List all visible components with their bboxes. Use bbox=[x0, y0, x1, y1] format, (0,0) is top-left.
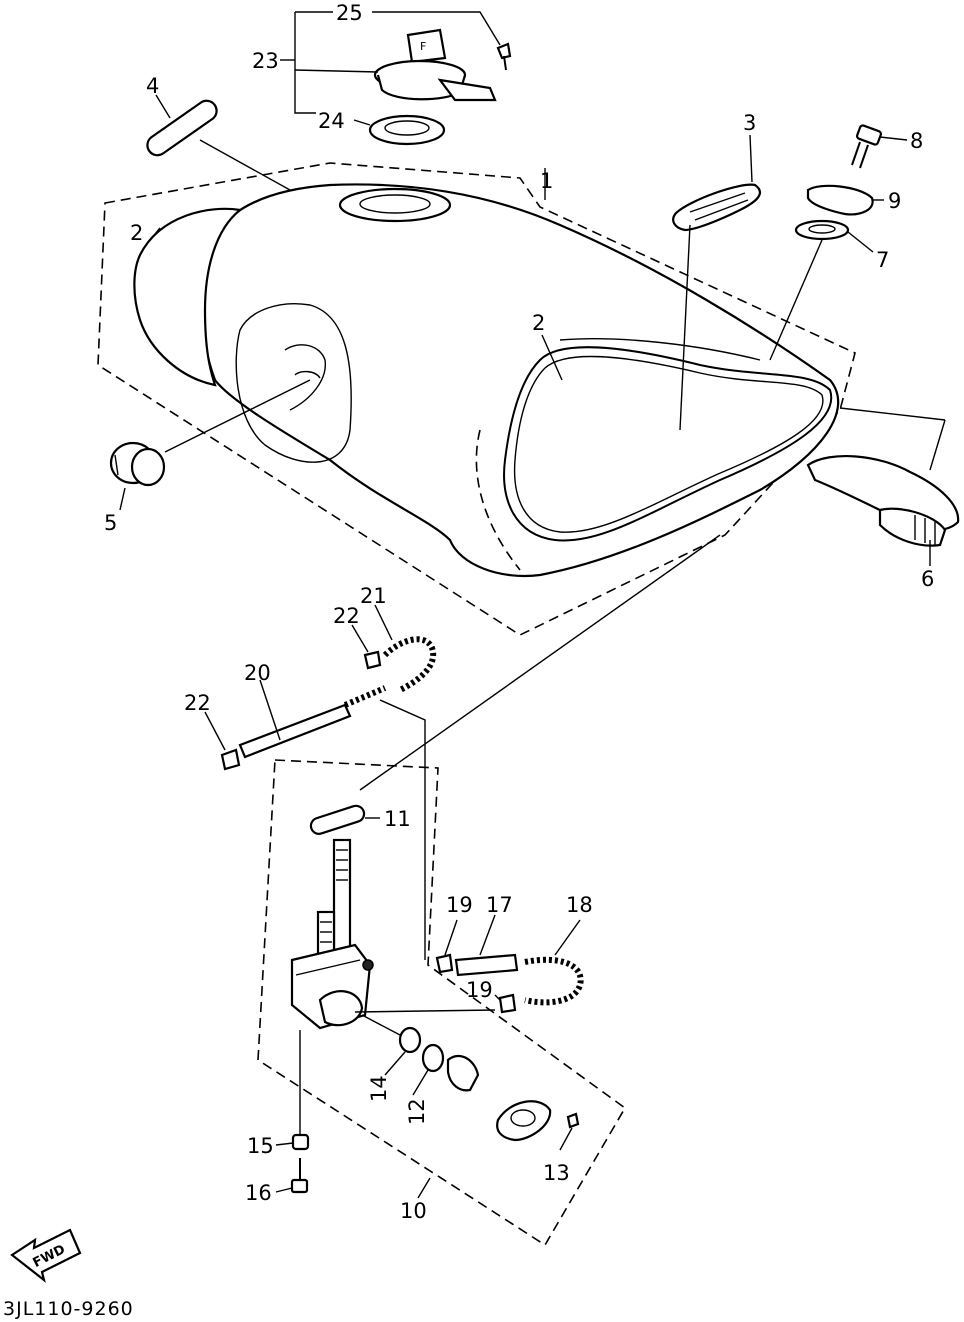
callout-22-lower: 22 bbox=[184, 691, 211, 715]
emblem-part-3 bbox=[672, 183, 762, 232]
callout-7: 7 bbox=[876, 248, 889, 272]
callout-labels: 1 2 2 3 4 5 6 7 8 9 10 11 12 13 14 15 16… bbox=[104, 1, 934, 1223]
callout-12: 12 bbox=[405, 1098, 429, 1125]
fuel-tank bbox=[200, 183, 840, 577]
fuel-cock bbox=[290, 804, 580, 1194]
left-side-panel bbox=[133, 207, 243, 387]
callout-17: 17 bbox=[486, 893, 513, 917]
callout-23: 23 bbox=[252, 49, 279, 73]
callout-2-right: 2 bbox=[532, 311, 545, 335]
callout-18: 18 bbox=[566, 893, 593, 917]
callout-19-lower: 19 bbox=[466, 978, 493, 1002]
grommet-part-5 bbox=[109, 441, 166, 487]
callout-19-upper: 19 bbox=[446, 893, 473, 917]
fuel-cock-group-outline bbox=[257, 759, 627, 1247]
front-arrow-marker: FWD bbox=[10, 1228, 82, 1283]
callout-8: 8 bbox=[910, 129, 923, 153]
callout-3: 3 bbox=[743, 111, 756, 135]
callout-1: 1 bbox=[540, 169, 553, 193]
tank-group-outline bbox=[97, 162, 856, 636]
callout-24: 24 bbox=[318, 109, 345, 133]
vent-hoses bbox=[220, 636, 437, 771]
rear-mount-bracket bbox=[806, 455, 960, 547]
callout-10: 10 bbox=[400, 1199, 427, 1223]
bolt-bracket-washer bbox=[794, 124, 882, 241]
part-4-pad bbox=[146, 99, 218, 157]
svg-text:F: F bbox=[420, 40, 426, 53]
diagram-code: 3JL110-9260 bbox=[3, 1298, 134, 1320]
leader-lines bbox=[119, 11, 946, 1199]
callout-20: 20 bbox=[244, 661, 271, 685]
callout-16: 16 bbox=[245, 1181, 272, 1205]
fuel-hoses bbox=[435, 953, 584, 1014]
callout-11: 11 bbox=[384, 807, 411, 831]
callout-14: 14 bbox=[367, 1075, 391, 1102]
callout-5: 5 bbox=[104, 511, 117, 535]
fuel-cap-assembly: F bbox=[368, 28, 512, 146]
callout-6: 6 bbox=[921, 567, 934, 591]
callout-13: 13 bbox=[543, 1161, 570, 1185]
callout-9: 9 bbox=[888, 189, 901, 213]
callout-22-upper: 22 bbox=[333, 604, 360, 628]
callout-25: 25 bbox=[336, 1, 363, 25]
callout-4: 4 bbox=[146, 74, 159, 98]
callout-2-left: 2 bbox=[130, 221, 143, 245]
callout-15: 15 bbox=[247, 1134, 274, 1158]
callout-21: 21 bbox=[360, 584, 387, 608]
